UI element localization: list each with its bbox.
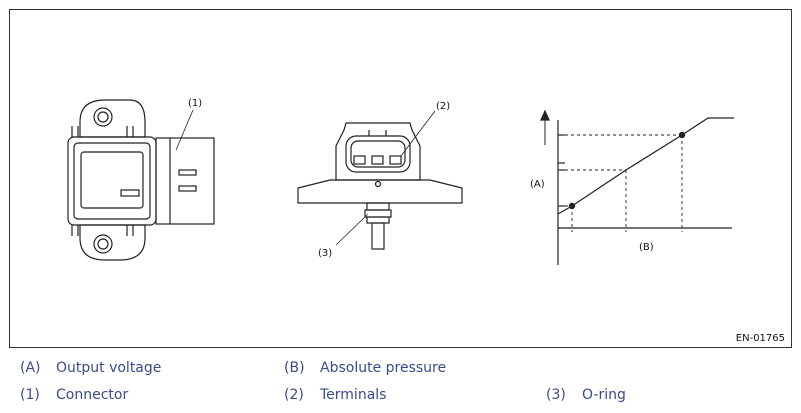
legend-key: (B) bbox=[284, 360, 305, 376]
legend-label: Output voltage bbox=[56, 360, 162, 376]
legend-item-2: (2) Terminals bbox=[284, 387, 386, 403]
legend-item-1: (1) Connector bbox=[20, 387, 128, 403]
callout-2: (2) bbox=[436, 101, 450, 112]
legend-label: Connector bbox=[56, 387, 129, 403]
callout-b: (B) bbox=[639, 242, 654, 253]
callout-3: (3) bbox=[318, 248, 332, 259]
figure-frame: (1) (2) (3) (A) (B) EN-01765 bbox=[9, 9, 792, 348]
legend-item-a: (A) Output voltage bbox=[20, 360, 161, 376]
legend-item-b: (B) Absolute pressure bbox=[284, 360, 446, 376]
output-characteristic-graph bbox=[540, 109, 734, 265]
legend-label: Terminals bbox=[320, 387, 387, 403]
sensor-front-view bbox=[297, 110, 463, 250]
sensor-top-view bbox=[67, 99, 215, 261]
figure-id: EN-01765 bbox=[735, 333, 785, 344]
legend-label: Absolute pressure bbox=[320, 360, 447, 376]
legend-key: (3) bbox=[546, 387, 566, 403]
legend-key: (2) bbox=[284, 387, 304, 403]
legend-item-3: (3) O-ring bbox=[546, 387, 626, 403]
legend-key: (1) bbox=[20, 387, 40, 403]
legend-label: O-ring bbox=[582, 387, 626, 403]
legend-key: (A) bbox=[20, 360, 41, 376]
callout-1: (1) bbox=[188, 98, 202, 109]
sensor-diagram: (1) (2) (3) (A) (B) bbox=[67, 98, 734, 265]
callout-a: (A) bbox=[530, 179, 545, 190]
